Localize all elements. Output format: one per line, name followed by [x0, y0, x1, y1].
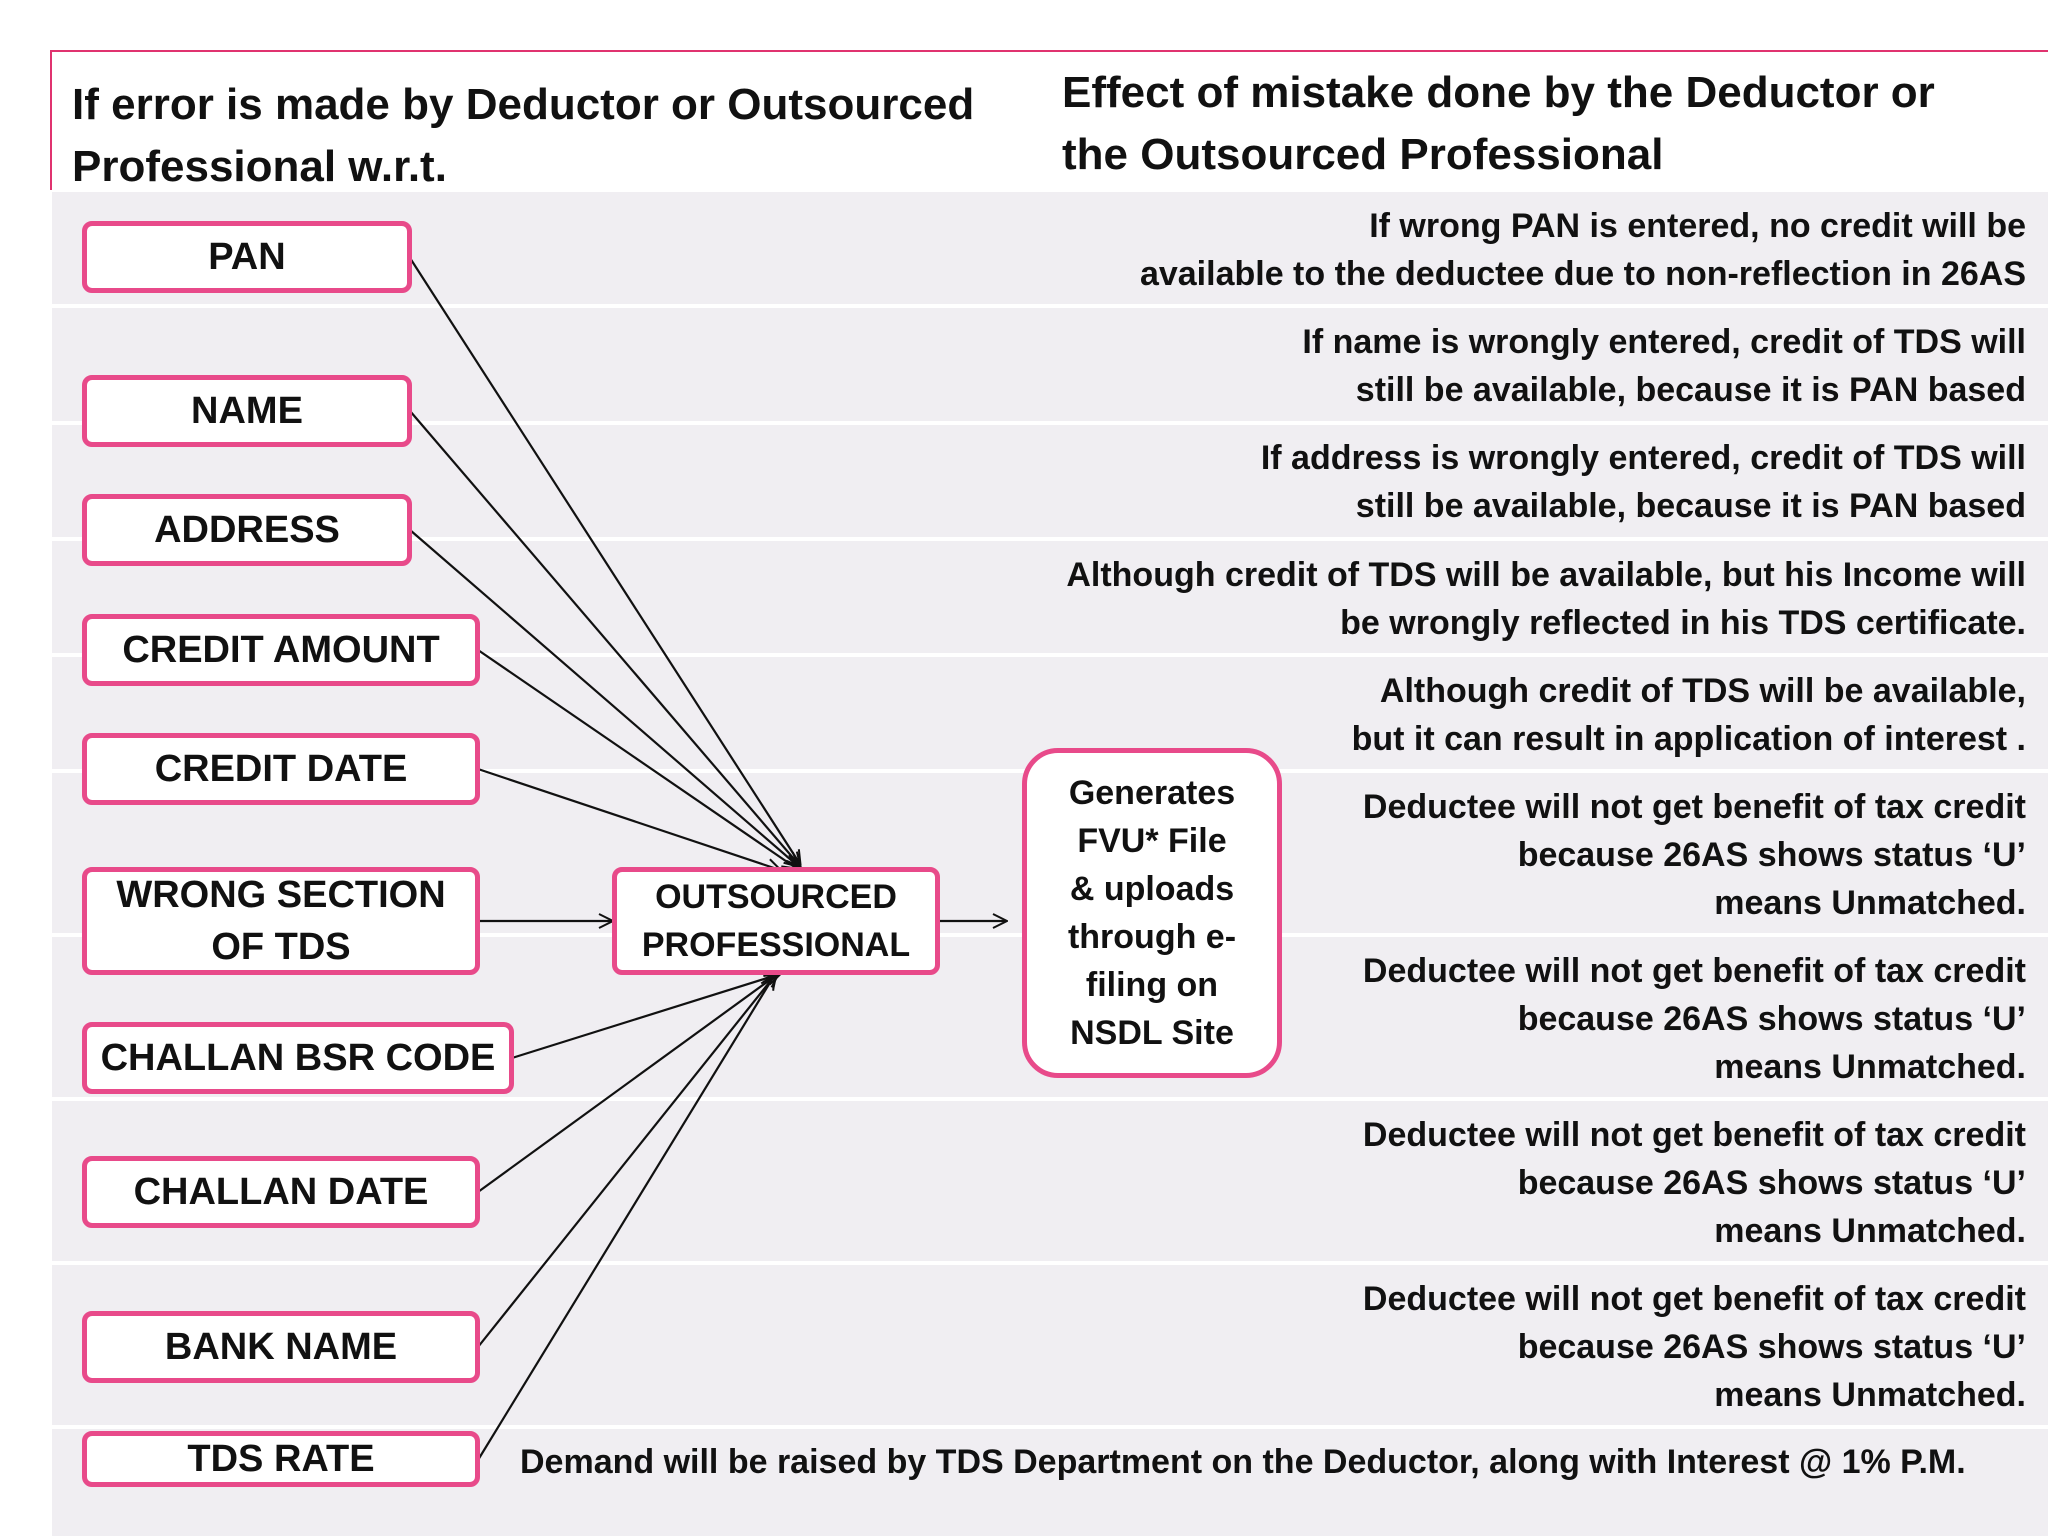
field-label-address: ADDRESS — [154, 509, 340, 551]
arrow-credit-date — [477, 767, 780, 870]
effect-name: If name is wrongly entered, credit of TD… — [1302, 323, 2026, 409]
header-left-title: If error is made by Deductor or Outsourc… — [72, 74, 974, 198]
field-label-pan: PAN — [208, 236, 286, 278]
field-label-wrong-section: WRONG SECTION OF TDS — [116, 874, 446, 968]
field-label-tds-rate: TDS RATE — [187, 1438, 375, 1480]
field-label-credit-date: CREDIT DATE — [154, 748, 408, 790]
header-left-cell: If error is made by Deductor or Outsourc… — [50, 50, 1042, 191]
arrow-address — [409, 529, 798, 866]
effect-credit-date: Although credit of TDS will be available… — [1351, 672, 2026, 758]
effect-challan-date: Deductee will not get benefit of tax cre… — [1362, 1116, 2026, 1250]
generates-fvu-label: Generates FVU* File & uploads through e-… — [1067, 774, 1237, 1052]
header-right-line1: Effect of mistake done by the Deductor o… — [1062, 68, 1935, 117]
field-box-address: ADDRESS — [82, 494, 412, 566]
arrow-pan — [409, 257, 800, 864]
effect-pan: If wrong PAN is entered, no credit will … — [1139, 207, 2026, 293]
field-box-tds-rate: TDS RATE — [82, 1431, 480, 1487]
field-label-challan-bsr-code: CHALLAN BSR CODE — [100, 1037, 496, 1079]
arrow-bank-name — [477, 974, 776, 1348]
field-box-name: NAME — [82, 375, 412, 447]
header-left-line2: Professional w.r.t. — [72, 142, 447, 191]
field-label-credit-amount: CREDIT AMOUNT — [122, 629, 440, 671]
field-box-pan: PAN — [82, 221, 412, 293]
outsourced-professional-label: OUTSOURCED PROFESSIONAL — [641, 878, 911, 964]
outsourced-professional-box: OUTSOURCED PROFESSIONAL — [612, 867, 940, 975]
effect-bank-name: Deductee will not get benefit of tax cre… — [1362, 1280, 2026, 1414]
field-label-challan-date: CHALLAN DATE — [133, 1171, 429, 1213]
header-right-cell: Effect of mistake done by the Deductor o… — [1040, 50, 2048, 190]
arrow-challan-bsr — [511, 974, 780, 1060]
effect-address: If address is wrongly entered, credit of… — [1260, 439, 2026, 525]
header-right-line2: the Outsourced Professional — [1062, 130, 1664, 179]
field-box-challan-bsr-code: CHALLAN BSR CODE — [82, 1022, 514, 1094]
field-box-credit-date: CREDIT DATE — [82, 733, 480, 805]
field-label-bank-name: BANK NAME — [164, 1326, 398, 1368]
field-box-wrong-section: WRONG SECTION OF TDS — [82, 867, 480, 975]
header-left-line1: If error is made by Deductor or Outsourc… — [72, 80, 975, 129]
arrow-challan-date — [477, 974, 778, 1193]
arrow-tds-rate — [477, 976, 774, 1461]
field-label-name: NAME — [191, 390, 303, 432]
effect-tds-rate: Demand will be raised by TDS Department … — [520, 1443, 1966, 1481]
generates-fvu-box: Generates FVU* File & uploads through e-… — [1022, 748, 1282, 1078]
arrow-name — [409, 410, 800, 866]
effect-credit-amount: Although credit of TDS will be available… — [1066, 556, 2026, 642]
field-box-bank-name: BANK NAME — [82, 1311, 480, 1383]
header-right-title: Effect of mistake done by the Deductor o… — [1062, 62, 1935, 186]
effect-challan-bsr-code: Deductee will not get benefit of tax cre… — [1362, 952, 2026, 1086]
field-box-challan-date: CHALLAN DATE — [82, 1156, 480, 1228]
arrow-credit-amount — [477, 649, 796, 868]
effect-wrong-section: Deductee will not get benefit of tax cre… — [1362, 788, 2026, 922]
field-box-credit-amount: CREDIT AMOUNT — [82, 614, 480, 686]
